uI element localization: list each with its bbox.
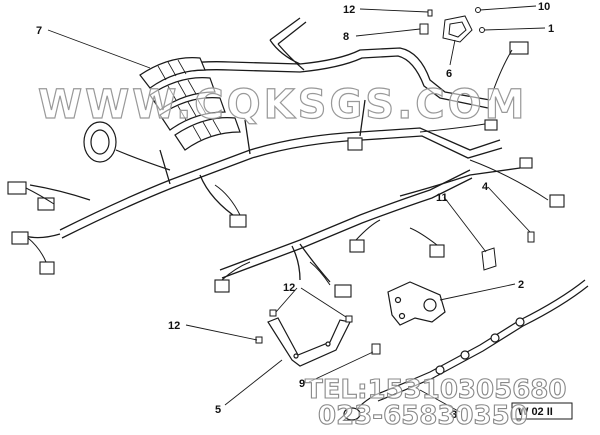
watermark-site: WWW.CQKSGS.COM bbox=[38, 82, 527, 128]
connector bbox=[11, 231, 29, 245]
leader-lines bbox=[47, 5, 546, 413]
hardware bbox=[255, 7, 535, 355]
connector bbox=[7, 181, 27, 195]
watermark-phone: TEL:15310305680 bbox=[305, 375, 566, 405]
callouts: 7 12 8 10 1 6 4 11 2 12 12 5 9 3 bbox=[36, 1, 554, 421]
bracket-item-2 bbox=[387, 281, 446, 326]
connector bbox=[39, 261, 55, 275]
callout-3: 3 bbox=[451, 409, 457, 421]
connector bbox=[37, 197, 55, 211]
connector bbox=[429, 244, 445, 258]
connector bbox=[519, 157, 533, 169]
callout-12-top: 12 bbox=[343, 4, 355, 16]
connector bbox=[334, 284, 352, 298]
callout-10: 10 bbox=[538, 1, 550, 13]
callout-12-left: 12 bbox=[168, 320, 180, 332]
callout-7: 7 bbox=[36, 25, 42, 37]
callout-9: 9 bbox=[299, 378, 305, 390]
callout-8: 8 bbox=[343, 31, 349, 43]
callout-4: 4 bbox=[482, 181, 489, 193]
bracket-item-5 bbox=[267, 317, 351, 367]
connector bbox=[549, 194, 565, 208]
sensor-harness-item-3 bbox=[343, 279, 589, 421]
callout-12-mid: 12 bbox=[283, 282, 295, 294]
callout-1: 1 bbox=[548, 23, 554, 35]
callout-5: 5 bbox=[215, 404, 221, 416]
connector bbox=[484, 119, 498, 131]
callout-11: 11 bbox=[436, 192, 448, 204]
drawing-code-box: W 02 II bbox=[511, 402, 573, 420]
connectors bbox=[7, 41, 565, 298]
connector bbox=[509, 41, 529, 55]
connector bbox=[347, 137, 363, 151]
convoluted-tubes bbox=[83, 57, 241, 171]
connector bbox=[349, 239, 365, 253]
drawing-code: W 02 II bbox=[518, 406, 553, 418]
callout-2: 2 bbox=[518, 279, 524, 291]
connector bbox=[229, 214, 247, 228]
branch-leads bbox=[25, 49, 549, 286]
watermark-phone-2: 023-65830350 bbox=[318, 401, 528, 431]
connector bbox=[214, 279, 230, 293]
callout-6: 6 bbox=[446, 68, 452, 80]
